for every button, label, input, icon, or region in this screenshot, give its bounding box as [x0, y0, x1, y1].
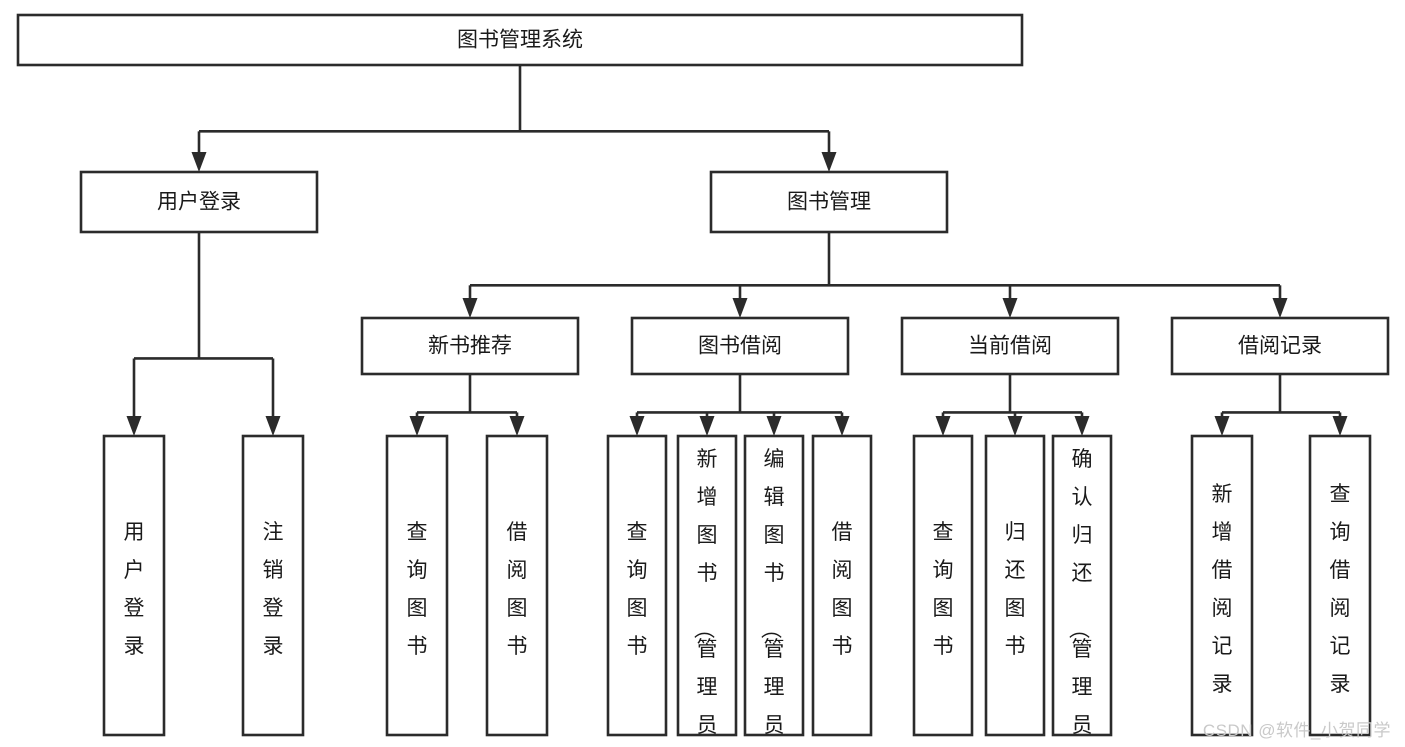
node-book-borrow[interactable]: 图书借阅 [630, 316, 850, 376]
arrow-book-mgmt-to-borrow-record [1272, 298, 1288, 318]
node-box-leaf-return-book[interactable] [984, 434, 1046, 737]
arrow-current-borrow-to-leaf-confirm-return [1074, 416, 1090, 436]
node-leaf-borrow-book-1[interactable]: 借阅图书 [485, 434, 549, 737]
node-box-book-borrow[interactable] [630, 316, 850, 376]
node-label-leaf-return-book: 归还图书 [1005, 521, 1026, 658]
arrow-root-to-book-mgmt [821, 152, 837, 172]
node-label-leaf-query-book-2: 查询图书 [627, 521, 648, 658]
node-label-book-borrow: 图书借阅 [698, 335, 782, 358]
node-label-leaf-borrow-book-2: 借阅图书 [832, 521, 853, 658]
node-current-borrow[interactable]: 当前借阅 [900, 316, 1120, 376]
node-box-leaf-edit-book[interactable] [743, 434, 805, 737]
arrow-book-borrow-to-leaf-borrow-book-2 [834, 416, 850, 436]
arrow-book-borrow-to-leaf-add-book [699, 416, 715, 436]
node-box-leaf-add-book[interactable] [676, 434, 738, 737]
node-label-new-book-rec: 新书推荐 [428, 335, 512, 358]
arrow-borrow-record-to-leaf-query-record [1332, 416, 1348, 436]
node-leaf-query-record[interactable]: 查询借阅记录 [1308, 434, 1372, 737]
node-user-login[interactable]: 用户登录 [79, 170, 319, 234]
node-leaf-borrow-book-2[interactable]: 借阅图书 [811, 434, 873, 737]
node-leaf-query-book-1[interactable]: 查询图书 [385, 434, 449, 737]
node-leaf-user-login[interactable]: 用户登录 [102, 434, 166, 737]
node-label-leaf-query-book-1: 查询图书 [407, 521, 428, 658]
node-box-root[interactable] [16, 13, 1024, 67]
node-borrow-record[interactable]: 借阅记录 [1170, 316, 1390, 376]
arrow-book-borrow-to-leaf-edit-book [766, 416, 782, 436]
node-box-leaf-confirm-return[interactable] [1051, 434, 1113, 737]
arrow-new-book-rec-to-leaf-query-book-1 [409, 416, 425, 436]
node-box-leaf-add-record[interactable] [1190, 434, 1254, 737]
node-leaf-query-book-3[interactable]: 查询图书 [912, 434, 974, 737]
arrow-user-login-to-leaf-logout-login [265, 416, 281, 436]
node-leaf-confirm-return[interactable]: 确认归还（管理员） [1051, 434, 1113, 747]
node-box-leaf-logout-login[interactable] [241, 434, 305, 737]
node-box-new-book-rec[interactable] [360, 316, 580, 376]
node-leaf-add-book[interactable]: 新增图书（管理员） [676, 434, 738, 747]
node-label-leaf-borrow-book-1: 借阅图书 [507, 521, 528, 658]
node-box-leaf-borrow-book-1[interactable] [485, 434, 549, 737]
arrow-book-mgmt-to-new-book-rec [462, 298, 478, 318]
node-box-leaf-user-login[interactable] [102, 434, 166, 737]
node-layer: 图书管理系统用户登录图书管理新书推荐图书借阅当前借阅借阅记录用户登录注销登录查询… [16, 13, 1390, 747]
node-label-root: 图书管理系统 [457, 29, 583, 52]
node-leaf-edit-book[interactable]: 编辑图书（管理员） [743, 434, 805, 747]
node-box-book-mgmt[interactable] [709, 170, 949, 234]
node-label-current-borrow: 当前借阅 [968, 335, 1052, 358]
arrow-current-borrow-to-leaf-return-book [1007, 416, 1023, 436]
arrow-borrow-record-to-leaf-add-record [1214, 416, 1230, 436]
node-box-leaf-query-book-3[interactable] [912, 434, 974, 737]
node-label-book-mgmt: 图书管理 [787, 191, 871, 214]
node-box-leaf-query-book-1[interactable] [385, 434, 449, 737]
node-box-borrow-record[interactable] [1170, 316, 1390, 376]
arrow-new-book-rec-to-leaf-borrow-book-1 [509, 416, 525, 436]
node-label-leaf-query-record: 查询借阅记录 [1330, 483, 1351, 696]
node-label-leaf-confirm-return: 确认归还（管理员） [1067, 448, 1093, 747]
node-label-leaf-edit-book: 编辑图书（管理员） [759, 448, 785, 747]
node-box-current-borrow[interactable] [900, 316, 1120, 376]
node-label-leaf-logout-login: 注销登录 [263, 521, 284, 658]
node-label-leaf-add-book: 新增图书（管理员） [692, 448, 718, 747]
node-leaf-add-record[interactable]: 新增借阅记录 [1190, 434, 1254, 737]
node-new-book-rec[interactable]: 新书推荐 [360, 316, 580, 376]
arrow-root-to-user-login [191, 152, 207, 172]
node-leaf-return-book[interactable]: 归还图书 [984, 434, 1046, 737]
node-label-user-login: 用户登录 [157, 191, 241, 214]
connector-layer [126, 65, 1348, 436]
node-box-leaf-query-book-2[interactable] [606, 434, 668, 737]
node-root[interactable]: 图书管理系统 [16, 13, 1024, 67]
arrow-current-borrow-to-leaf-query-book-3 [935, 416, 951, 436]
arrow-book-mgmt-to-book-borrow [732, 298, 748, 318]
node-label-leaf-add-record: 新增借阅记录 [1212, 483, 1233, 696]
arrow-book-mgmt-to-current-borrow [1002, 298, 1018, 318]
arrow-user-login-to-leaf-user-login [126, 416, 142, 436]
node-leaf-query-book-2[interactable]: 查询图书 [606, 434, 668, 737]
node-label-leaf-query-book-3: 查询图书 [933, 521, 954, 658]
node-box-leaf-query-record[interactable] [1308, 434, 1372, 737]
arrow-book-borrow-to-leaf-query-book-2 [629, 416, 645, 436]
node-box-leaf-borrow-book-2[interactable] [811, 434, 873, 737]
node-leaf-logout-login[interactable]: 注销登录 [241, 434, 305, 737]
node-book-mgmt[interactable]: 图书管理 [709, 170, 949, 234]
node-label-leaf-user-login: 用户登录 [124, 521, 145, 658]
node-label-borrow-record: 借阅记录 [1238, 335, 1322, 358]
node-box-user-login[interactable] [79, 170, 319, 234]
